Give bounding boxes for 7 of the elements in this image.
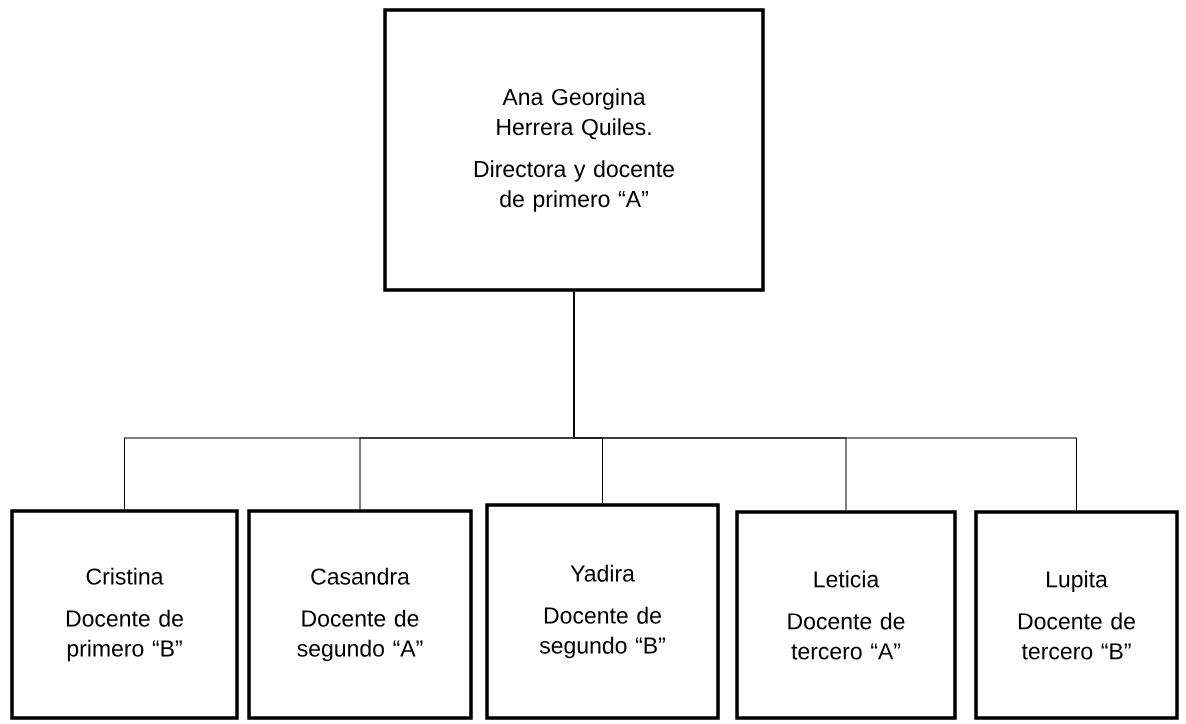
teacher-box: Leticia Docente de tercero “A”	[735, 510, 957, 720]
teacher-box: Casandra Docente de segundo “A”	[247, 509, 473, 720]
teacher-box: Lupita Docente de tercero “B”	[974, 510, 1179, 720]
teacher-box: Yadira Docente de segundo “B”	[485, 503, 720, 720]
director-box: Ana Georgina Herrera Quiles. Directora y docente de primero “A”	[383, 8, 765, 292]
teacher-box: Cristina Docente de primero “B”	[10, 509, 239, 720]
connector-line	[573, 291, 1077, 511]
